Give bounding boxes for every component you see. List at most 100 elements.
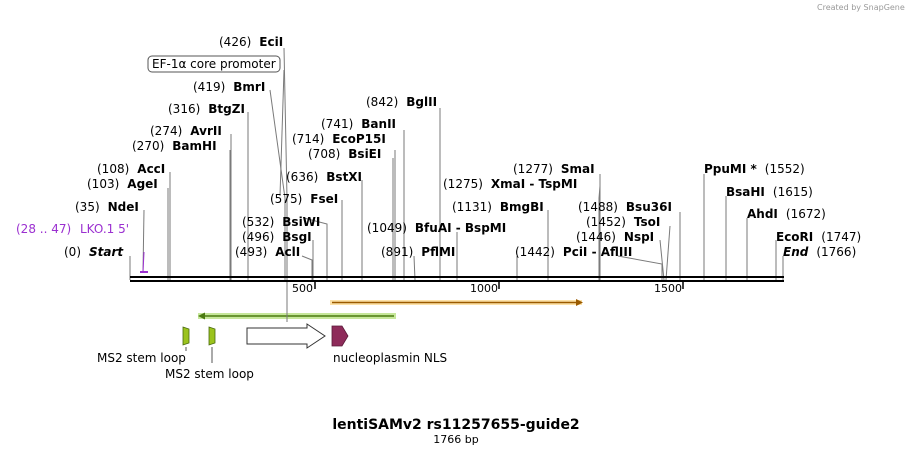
site-position: (842) (366, 95, 398, 109)
site-label: (1131) BmgBI (452, 200, 544, 214)
site-label: End (1766) (783, 245, 856, 259)
site-label: (316) BtgZI (168, 102, 245, 116)
site-label: (103) AgeI (87, 177, 158, 191)
site-label: (714) EcoP15I (292, 132, 386, 146)
site-position: (1277) (513, 162, 553, 176)
site-position: (532) (242, 215, 274, 229)
promoter-label: EF-1α core promoter (147, 55, 281, 73)
map-length: 1766 bp (433, 433, 478, 446)
site-label: (1275) XmaI - TspMI (443, 177, 577, 191)
enzyme-name: BsiWI (282, 215, 320, 229)
site-position: (575) (270, 192, 302, 206)
enzyme-name: AclI (275, 245, 300, 259)
site-label: (1442)PciI - AflIII (515, 245, 632, 259)
enzyme-name: EciI (259, 35, 283, 49)
site-position: (1275) (443, 177, 483, 191)
enzyme-name: XmaI - TspMI (491, 177, 577, 191)
enzyme-name: BmgBI (500, 200, 544, 214)
site-label: (575)FseI (270, 192, 338, 206)
site-label: (741) BanII (321, 117, 396, 131)
site-position: (1049) (367, 221, 407, 235)
enzyme-name: BtgZI (208, 102, 245, 116)
primer-lko1: (28 .. 47) LKO.1 5' (16, 222, 148, 273)
enzyme-name: BsgI (282, 230, 311, 244)
site-position: (103) (87, 177, 119, 191)
feature-label: MS2 stem loop (97, 351, 186, 365)
site-position: (1488) (578, 200, 618, 214)
site-position: (274) (150, 124, 182, 138)
site-position: (708) (308, 147, 340, 161)
feature-label: nucleoplasmin NLS (333, 351, 447, 365)
site-label: (842) BglII (366, 95, 437, 109)
site-label: (419)BmrI (193, 80, 265, 94)
site-label: (426) EciI (219, 35, 283, 49)
site-label: PpuMI * (1552) (704, 162, 805, 176)
enzyme-name: NspI (624, 230, 654, 244)
site-position: (741) (321, 117, 353, 131)
site-position: (1552) (765, 162, 805, 176)
feature-green-arrow (198, 312, 396, 320)
enzyme-name: End (783, 245, 809, 259)
backbone-bottom-strand (130, 280, 784, 282)
site-label: (493) AclI (235, 245, 300, 259)
site-position: (426) (219, 35, 251, 49)
site-position: (1131) (452, 200, 492, 214)
site-label: (708) BsiEI (308, 147, 381, 161)
enzyme-name: AccI (137, 162, 165, 176)
site-position: (496) (242, 230, 274, 244)
site-label: AhdI(1672) (747, 207, 826, 221)
enzyme-name: EcoRI (776, 230, 813, 244)
site-label: BsaHI(1615) (726, 185, 813, 199)
enzyme-name: BfuAI - BspMI (415, 221, 506, 235)
feature-open-arrow (246, 323, 326, 349)
ms2-stem-loop-1 (182, 326, 190, 351)
site-position: (0) (64, 245, 81, 259)
enzyme-name: NdeI (108, 200, 139, 214)
nucleoplasmin-nls-shape (331, 325, 349, 347)
site-position: (1766) (816, 245, 856, 259)
site-position: (1446) (576, 230, 616, 244)
site-label: (274)AvrII (150, 124, 222, 138)
site-label: (496) BsgI (242, 230, 312, 244)
site-label: (0) Start (64, 245, 124, 259)
enzyme-name: BanII (361, 117, 396, 131)
enzyme-name: BsaHI (726, 185, 765, 199)
enzyme-name: Bsu36I (626, 200, 672, 214)
enzyme-name: Start (89, 245, 124, 259)
enzyme-name: PciI - AflIII (563, 245, 632, 259)
site-position: (270) (132, 139, 164, 153)
enzyme-name: AgeI (127, 177, 157, 191)
site-position: (316) (168, 102, 200, 116)
primer-name: LKO.1 5' (80, 222, 129, 236)
promoter-text: EF-1α core promoter (152, 57, 276, 71)
ruler-tick-label: 1000 (470, 282, 498, 295)
site-position: (493) (235, 245, 267, 259)
feature-orange-arrow (330, 299, 583, 306)
enzyme-name: TsoI (634, 215, 660, 229)
enzyme-name: BsiEI (348, 147, 381, 161)
enzyme-name: EcoP15I (332, 132, 386, 146)
site-position: (714) (292, 132, 324, 146)
map-title: lentiSAMv2 rs11257655-guide2 (332, 417, 579, 433)
site-connectors (129, 47, 784, 281)
ruler-tick-label: 1500 (654, 282, 682, 295)
site-label: (270) BamHI (132, 139, 217, 153)
feature-label: MS2 stem loop (165, 367, 254, 381)
enzyme-name: BamHI (172, 139, 216, 153)
site-label: (1446) NspI (576, 230, 654, 244)
site-label: (108) AccI (97, 162, 165, 176)
site-labels: (426) EciI (419)BmrI (316) BtgZI (274)AvrI… (64, 35, 861, 259)
enzyme-name: SmaI (561, 162, 595, 176)
svg-text:(28 .. 47) LKO.1 5': (28 .. 47) LKO.1 5' (16, 222, 129, 236)
enzyme-name: PpuMI * (704, 162, 758, 176)
site-label: (636)BstXI (286, 170, 362, 184)
enzyme-name: BstXI (326, 170, 362, 184)
enzyme-name: AhdI (747, 207, 778, 221)
enzyme-name: BglII (406, 95, 437, 109)
site-position: (108) (97, 162, 129, 176)
enzyme-name: BmrI (233, 80, 265, 94)
site-position: (35) (75, 200, 100, 214)
site-label: (1452)TsoI (586, 215, 660, 229)
site-label: (1049) BfuAI - BspMI (367, 221, 506, 235)
